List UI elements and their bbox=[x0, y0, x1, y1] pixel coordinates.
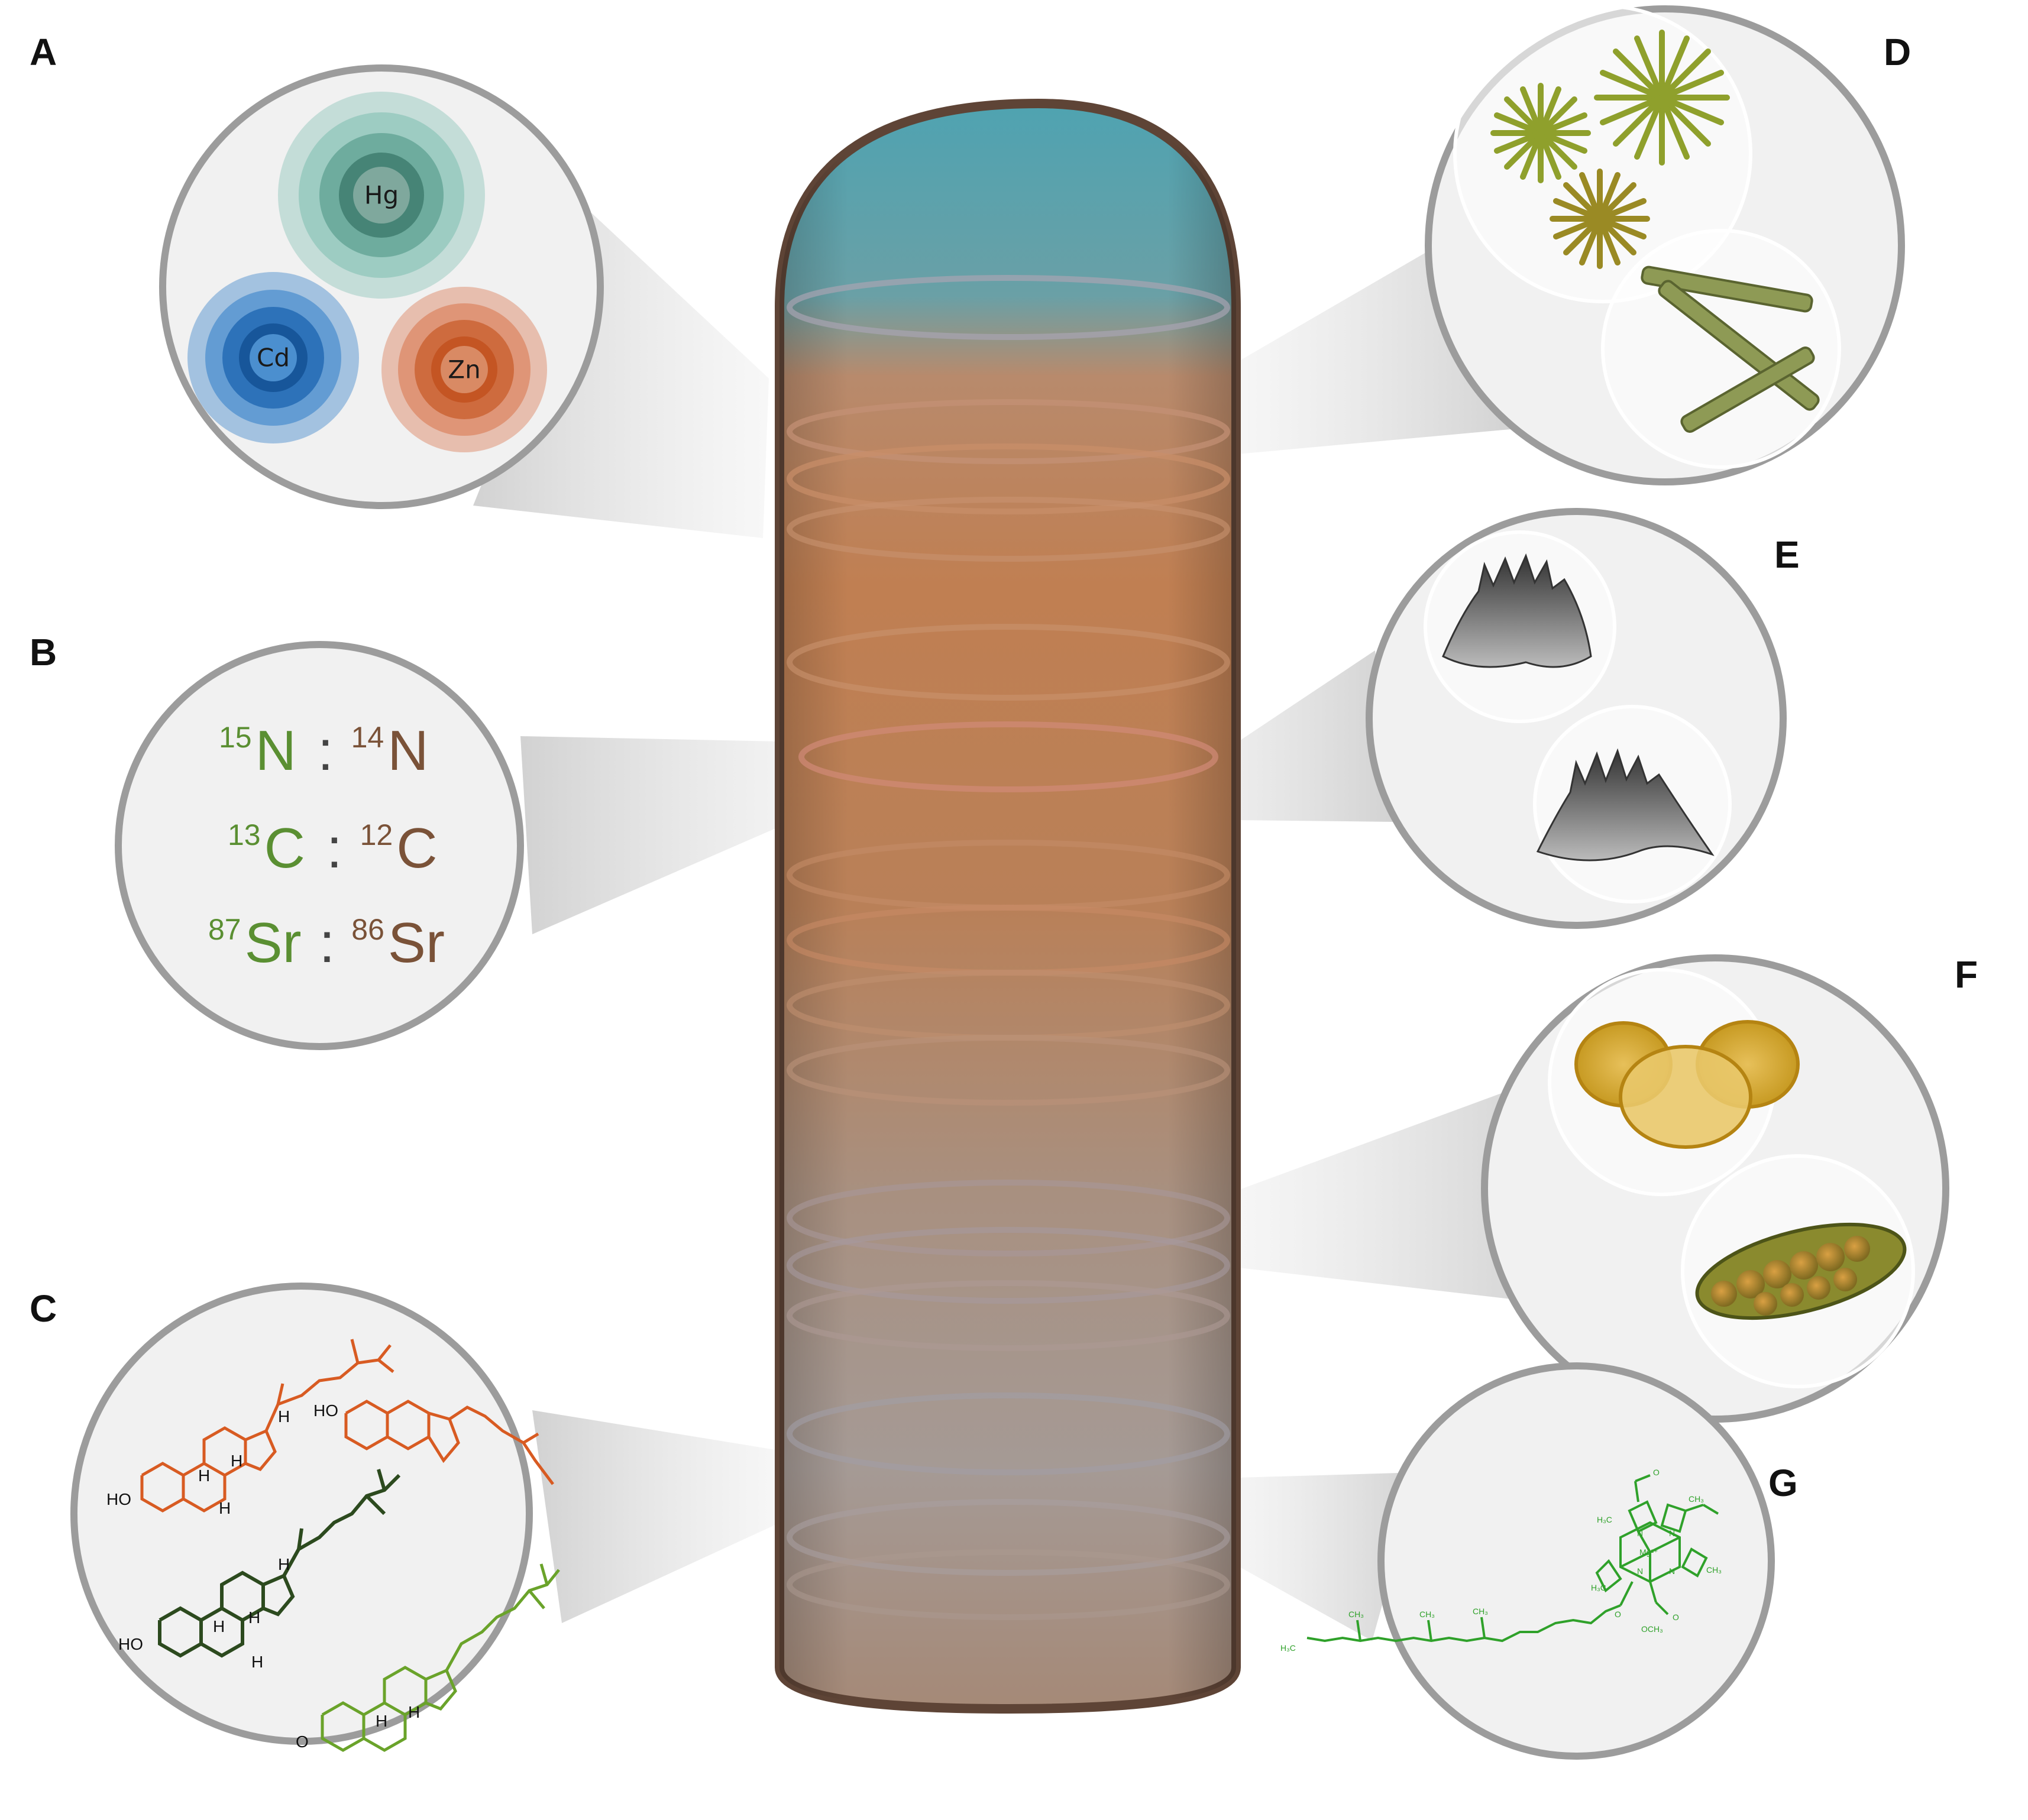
ch3-label: CH₃ bbox=[1348, 1609, 1364, 1619]
core-layer-ring bbox=[787, 443, 1230, 514]
zn-atom: Zn bbox=[381, 287, 547, 452]
zoom-circle-g bbox=[1377, 1362, 1775, 1760]
panel-letter-b: B bbox=[30, 631, 57, 673]
o-label: O bbox=[1653, 1468, 1660, 1477]
chlorophyll-structure bbox=[1306, 1474, 1719, 1643]
ch3-label: CH₃ bbox=[1473, 1607, 1488, 1616]
beam-b bbox=[520, 736, 852, 934]
o-label: O bbox=[1615, 1609, 1621, 1619]
head-capsule-1 bbox=[1442, 553, 1592, 668]
sterol-structure-orange-2: HO bbox=[313, 1400, 554, 1485]
ch3-label: CH₃ bbox=[1706, 1565, 1722, 1575]
h-label: H bbox=[248, 1608, 260, 1627]
core-layer-ring bbox=[787, 1227, 1230, 1304]
isotope-ratio-sr: 87Sr:86Sr bbox=[208, 911, 445, 974]
h-label: H bbox=[376, 1712, 387, 1730]
panel-letters: A B C D E F G bbox=[30, 31, 1978, 1504]
panel-letter-g: G bbox=[1768, 1462, 1798, 1504]
panel-letter-d: D bbox=[1884, 31, 1911, 73]
ch3-label: CH₃ bbox=[1419, 1609, 1435, 1619]
panel-letter-c: C bbox=[30, 1287, 57, 1330]
sterol-structure-orange-1: HO H H H H bbox=[106, 1339, 394, 1517]
ho-label: HO bbox=[118, 1635, 143, 1653]
h3c-label: H₃C bbox=[1597, 1515, 1612, 1524]
h-label: H bbox=[251, 1653, 263, 1671]
fungal-spore bbox=[1695, 1222, 1907, 1320]
panel-e bbox=[1366, 508, 1787, 929]
h-label: H bbox=[278, 1407, 290, 1426]
h3c-label: H₃C bbox=[1280, 1643, 1296, 1653]
core-layer-ring bbox=[787, 1392, 1230, 1475]
chlorophyll-labels: Mg²⁺ N N N N O H₃C CH₃ CH₃ H₃C O OCH₃ O … bbox=[1280, 1468, 1722, 1653]
panel-letter-e: E bbox=[1774, 533, 1800, 576]
h-label: H bbox=[278, 1555, 290, 1573]
h3c-label: H₃C bbox=[1591, 1583, 1606, 1592]
och3-label: OCH₃ bbox=[1641, 1624, 1663, 1634]
isotope-ratio-c: 13C:12C bbox=[228, 817, 438, 880]
cd-label: Cd bbox=[257, 344, 290, 373]
ho-label: HO bbox=[106, 1490, 131, 1508]
h-label: H bbox=[408, 1703, 420, 1721]
core-layer-ring bbox=[798, 721, 1218, 792]
core-layer-ring bbox=[787, 399, 1230, 464]
panel-f bbox=[1481, 954, 1949, 1423]
beam-a bbox=[473, 213, 769, 538]
sterol-structure-light-green: O H H bbox=[296, 1563, 560, 1752]
core-layer-ring bbox=[787, 1499, 1230, 1576]
panel-g: Mg²⁺ N N N N O H₃C CH₃ CH₃ H₃C O OCH₃ O … bbox=[1280, 1362, 1775, 1760]
n-label: N bbox=[1637, 1528, 1643, 1538]
h-label: H bbox=[231, 1452, 242, 1470]
panel-letter-f: F bbox=[1955, 953, 1978, 996]
panel-c: HO H H H H HO HO H H H bbox=[70, 1283, 560, 1752]
panel-b: 15N:14N 13C:12C 87Sr:86Sr bbox=[115, 641, 524, 1050]
ch3-label: CH₃ bbox=[1689, 1494, 1704, 1504]
core-layer-ring bbox=[787, 275, 1230, 340]
n-label: N bbox=[1669, 1566, 1675, 1576]
h-label: H bbox=[198, 1466, 210, 1485]
core-layer-rings bbox=[787, 275, 1230, 1620]
beam-f bbox=[1218, 1082, 1552, 1304]
hg-atom: Hg bbox=[278, 92, 485, 299]
core-layer-ring bbox=[787, 1180, 1230, 1256]
core-layer-ring bbox=[787, 624, 1230, 701]
head-capsule-2 bbox=[1536, 748, 1715, 862]
zn-label: Zn bbox=[448, 355, 480, 384]
o-label: O bbox=[296, 1732, 309, 1751]
sterol-structure-dark-green: HO H H H H bbox=[118, 1469, 401, 1671]
sediment-core bbox=[775, 98, 1241, 1714]
pine-pollen-grain bbox=[1574, 1020, 1800, 1149]
hg-label: Hg bbox=[364, 181, 399, 210]
core-layer-ring bbox=[787, 497, 1230, 562]
star-diatom-colony bbox=[1490, 30, 1730, 269]
panel-a: Hg Cd Zn bbox=[159, 64, 604, 509]
core-layer-ring bbox=[787, 1549, 1230, 1620]
filamentous-algae bbox=[1641, 265, 1820, 433]
mg-label: Mg²⁺ bbox=[1639, 1547, 1658, 1557]
o-label: O bbox=[1673, 1612, 1679, 1622]
panel-letter-a: A bbox=[30, 31, 57, 73]
isotope-ratio-n: 15N:14N bbox=[219, 719, 429, 782]
panel-d bbox=[1425, 4, 1905, 485]
core-layer-ring bbox=[787, 1280, 1230, 1351]
core-layer-ring bbox=[787, 1035, 1230, 1106]
zoom-circle-c bbox=[70, 1283, 533, 1745]
n-label: N bbox=[1637, 1566, 1643, 1576]
h-label: H bbox=[219, 1499, 231, 1517]
ho-label: HO bbox=[313, 1401, 338, 1420]
n-label: N bbox=[1669, 1528, 1675, 1538]
h-label: H bbox=[213, 1617, 225, 1636]
beam-c bbox=[532, 1410, 787, 1623]
zoom-circle-b bbox=[115, 641, 524, 1050]
beam-g bbox=[1218, 1472, 1419, 1641]
cd-atom: Cd bbox=[187, 272, 359, 443]
